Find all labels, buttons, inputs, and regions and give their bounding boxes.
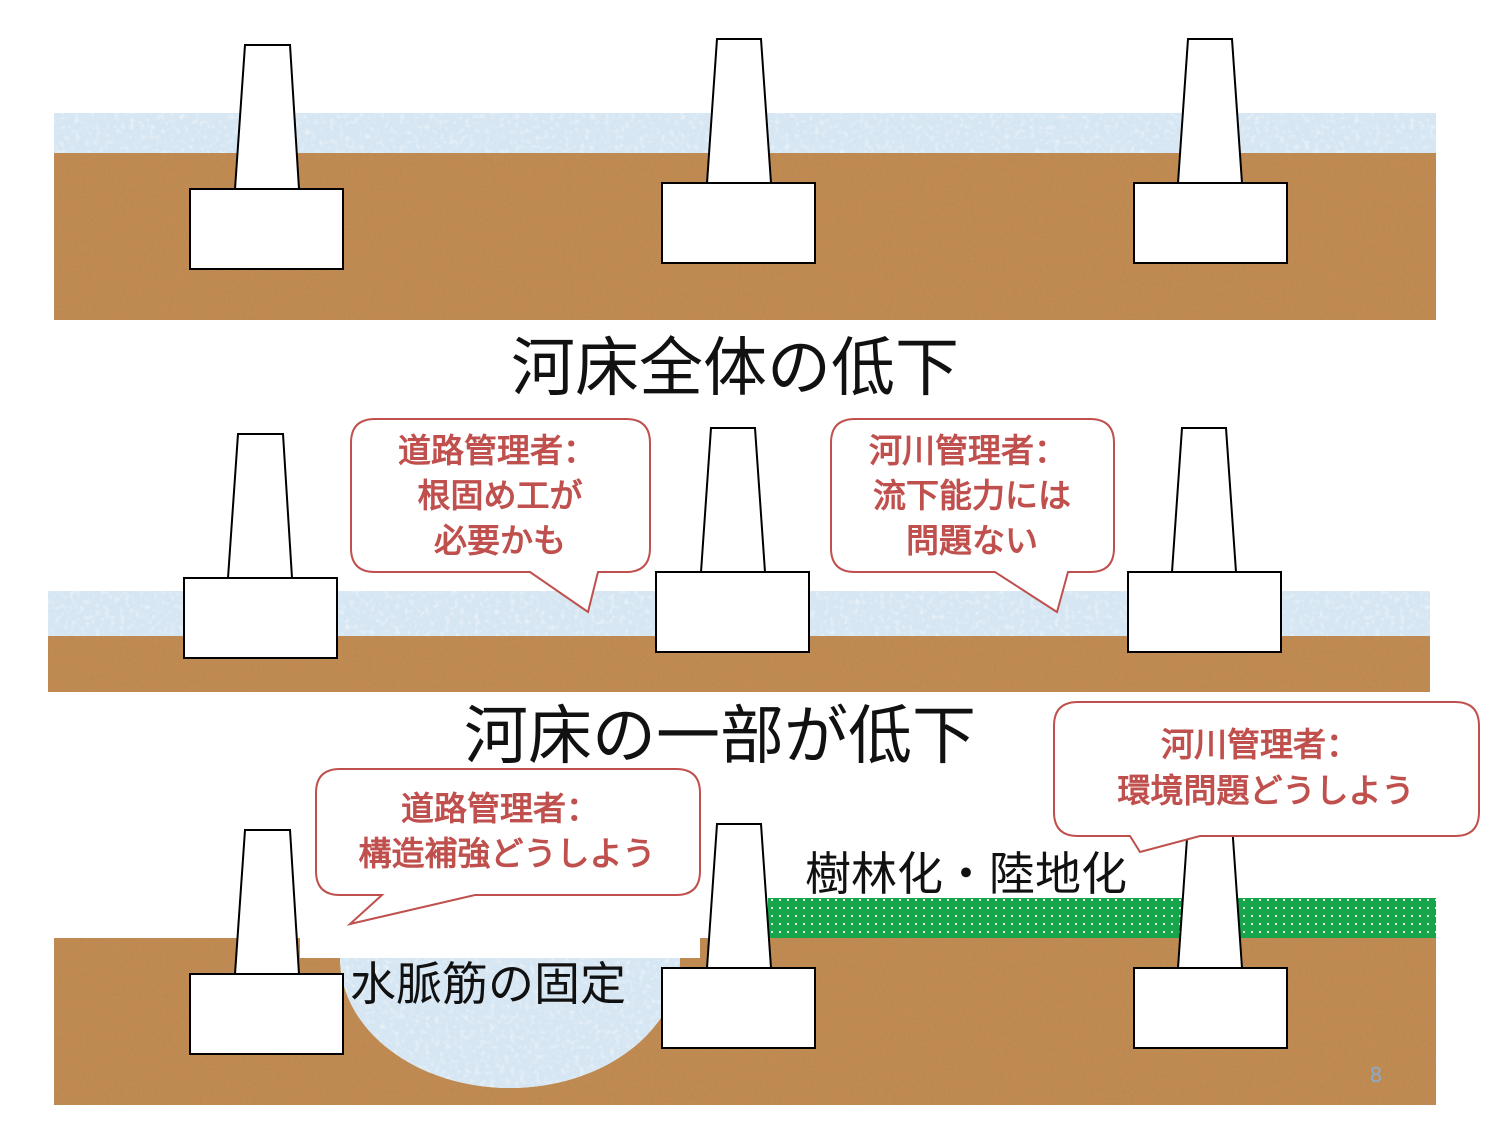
panel-title: 河床全体の低下: [511, 332, 959, 406]
channel-label: 水脈筋の固定: [350, 957, 626, 1011]
callout-river-manager: 河川管理者： 流下能力には 問題ない: [830, 418, 1115, 614]
callout-river-manager: 河川管理者： 環境問題どうしよう: [1053, 701, 1480, 854]
callout-text: 必要かも: [434, 521, 566, 560]
bridge-pier: [1133, 823, 1288, 1049]
bridge-pier: [661, 38, 816, 264]
callout-text: 道路管理者：: [398, 431, 596, 470]
callout-text: 河川管理者：: [1161, 725, 1359, 764]
callout-text: 問題ない: [906, 521, 1038, 560]
water-channel: [340, 958, 680, 1088]
bridge-pier: [183, 433, 338, 659]
callout-text: 河川管理者：: [869, 431, 1067, 470]
bridge-pier: [189, 44, 344, 270]
callout-text: 道路管理者：: [401, 789, 599, 828]
bridge-pier: [661, 823, 816, 1049]
panel-whole-bed-lowering: 河床全体の低下: [54, 38, 1436, 406]
callout-road-manager: 道路管理者： 構造補強どうしよう: [315, 768, 701, 926]
bridge-pier: [1133, 38, 1288, 264]
page-number: 8: [1370, 1063, 1383, 1087]
callout-text: 環境問題どうしよう: [1118, 771, 1415, 810]
bridge-pier: [189, 829, 344, 1055]
panel-title: 河床の一部が低下: [464, 700, 976, 774]
callout-road-manager: 道路管理者： 根固め工が 必要かも: [350, 418, 651, 614]
bridge-pier: [1127, 427, 1282, 653]
panel-channel-fixation: 樹林化・陸地化 水脈筋の固定 道路管理者： 構造補強どうしよう 河川管理者： 環…: [54, 701, 1480, 1105]
vegetation-label: 樹林化・陸地化: [805, 847, 1127, 901]
callout-text: 構造補強どうしよう: [359, 834, 656, 873]
vegetation-layer: [768, 898, 1436, 938]
bridge-pier: [655, 427, 810, 653]
callout-text: 根固め工が: [418, 476, 583, 515]
callout-text: 流下能力には: [873, 476, 1071, 515]
panel-partial-bed-lowering: 道路管理者： 根固め工が 必要かも 河川管理者： 流下能力には 問題ない 河床の…: [48, 418, 1430, 774]
